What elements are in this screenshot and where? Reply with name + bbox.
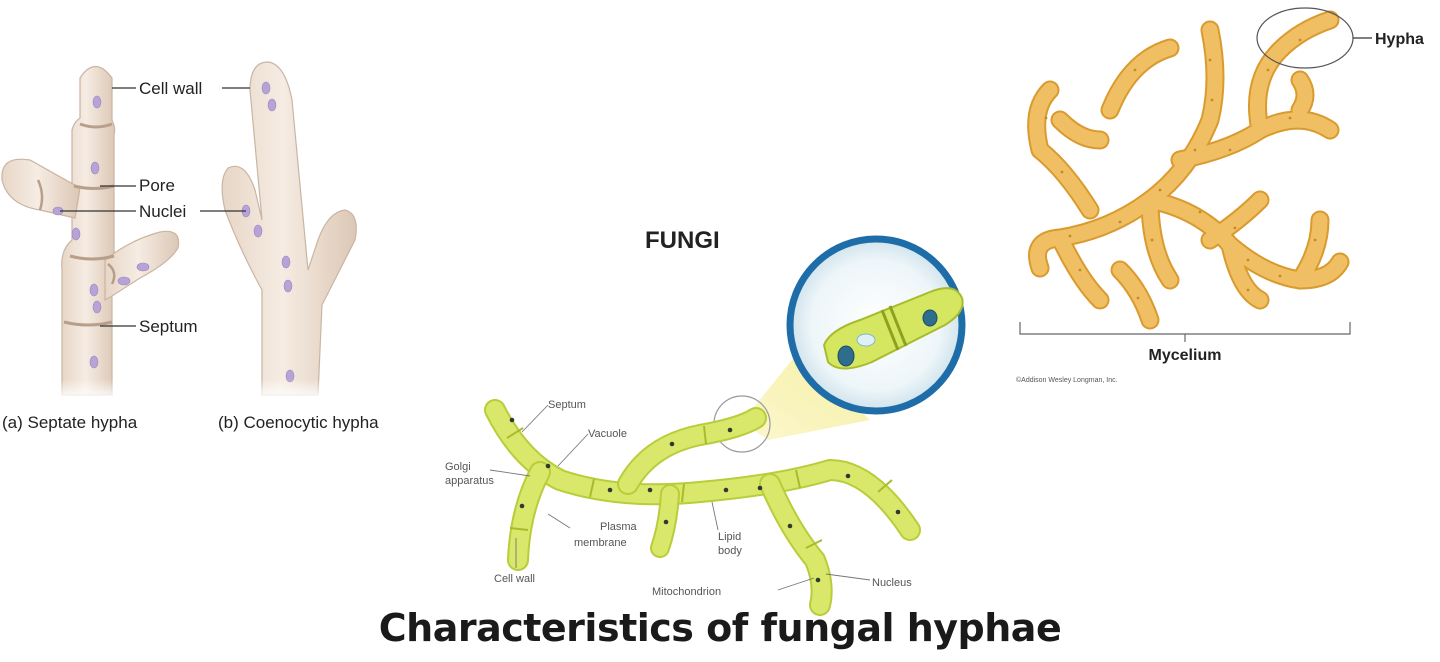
center-leaders bbox=[489, 404, 871, 591]
fungi-heading: FUNGI bbox=[645, 227, 720, 254]
nucleus-label: Nucleus bbox=[872, 577, 912, 589]
mycelium-label: Mycelium bbox=[1149, 347, 1222, 364]
vacuole-label: Vacuole bbox=[588, 428, 627, 440]
septum-label-a: Septum bbox=[139, 317, 198, 336]
plasma-label-line2: membrane bbox=[574, 537, 627, 549]
cell-wall-label-center: Cell wall bbox=[494, 573, 535, 585]
lipid-label-line2: body bbox=[718, 545, 742, 557]
septate-hypha-illustration bbox=[1, 65, 180, 400]
septate-hypha-caption: (a) Septate hypha bbox=[2, 413, 138, 432]
coenocytic-leaders bbox=[200, 87, 250, 212]
mycelium-illustration bbox=[1027, 10, 1350, 330]
coenocytic-hypha-illustration bbox=[221, 61, 357, 400]
plasma-label-line1: Plasma bbox=[600, 521, 638, 533]
cell-wall-label-a: Cell wall bbox=[139, 79, 202, 98]
page-title: Characteristics of fungal hyphae bbox=[378, 606, 1062, 650]
green-hyphae-details bbox=[506, 417, 901, 583]
magnifier-cone bbox=[742, 350, 870, 440]
mycelium-bracket bbox=[1019, 322, 1351, 335]
septate-leaders bbox=[60, 87, 136, 327]
pore-label: Pore bbox=[139, 176, 175, 195]
magnifier-detail bbox=[786, 235, 966, 415]
lipid-label-line1: Lipid bbox=[718, 531, 741, 543]
copyright-credit: ©Addison Wesley Longman, Inc. bbox=[1016, 376, 1118, 384]
coenocytic-hypha-caption: (b) Coenocytic hypha bbox=[218, 413, 379, 432]
nuclei-label: Nuclei bbox=[139, 202, 186, 221]
mitochondrion-label: Mitochondrion bbox=[652, 586, 721, 598]
golgi-label-line2: apparatus bbox=[445, 475, 494, 487]
golgi-label-line1: Golgi bbox=[445, 461, 471, 473]
hypha-label: Hypha bbox=[1375, 31, 1424, 48]
green-hyphae-network bbox=[484, 399, 921, 616]
septum-label-center: Septum bbox=[548, 399, 586, 411]
